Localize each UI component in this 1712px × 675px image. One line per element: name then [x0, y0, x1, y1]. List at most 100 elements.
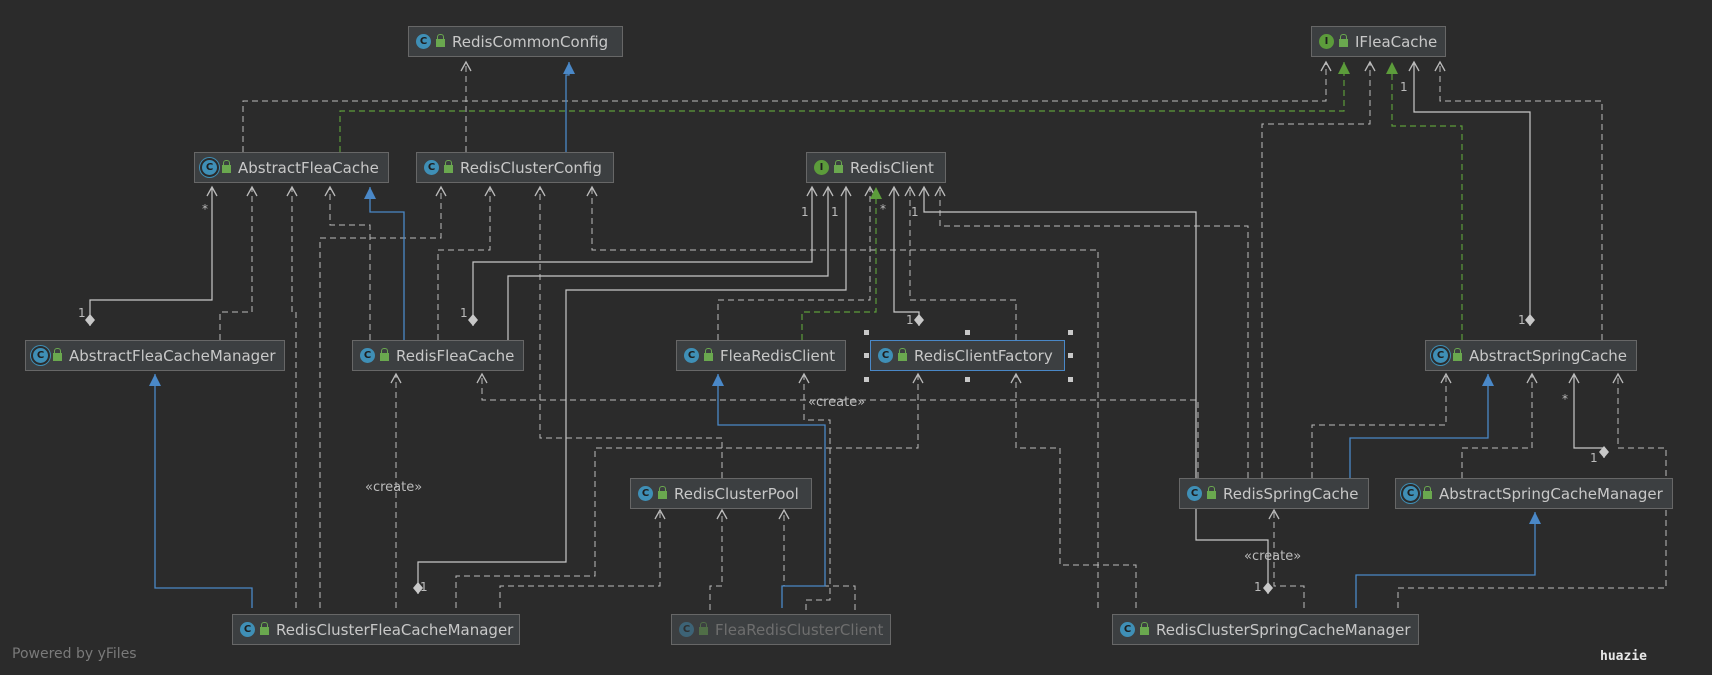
edge-label-create: «create» — [1244, 549, 1302, 564]
class-icon: C — [1120, 622, 1135, 637]
node-redisclusterconfig[interactable]: C RedisClusterConfig — [416, 152, 614, 183]
selection-handle[interactable] — [864, 353, 869, 358]
node-redisclientfactory[interactable]: C RedisClientFactory — [870, 340, 1065, 371]
extends-redisfleacache-abstractfleacache — [364, 187, 405, 340]
lock-icon — [1140, 622, 1149, 635]
selection-handle[interactable] — [965, 330, 970, 335]
abstract-class-icon: C — [1433, 348, 1448, 363]
extends-springcache-abstractspringcache — [1349, 374, 1494, 478]
lock-icon — [699, 622, 708, 635]
node-label: AbstractFleaCacheManager — [69, 346, 276, 365]
class-icon: C — [638, 486, 653, 501]
lock-icon — [704, 348, 713, 361]
node-label: RedisClientFactory — [914, 346, 1053, 365]
dep-redisfleacache-abstractfleacache — [324, 185, 371, 340]
dep-abstractfleacachemanager-abstractfleacache — [219, 185, 258, 340]
node-label: RedisClusterConfig — [460, 158, 602, 177]
author-watermark: huazie — [1600, 649, 1647, 664]
assoc-springmgr-abstractspringcache — [1568, 372, 1609, 458]
node-ifleacache[interactable]: I IFleaCache — [1311, 26, 1446, 57]
class-icon: C — [416, 34, 431, 49]
selection-handle[interactable] — [1068, 353, 1073, 358]
selection-handle[interactable] — [864, 377, 869, 382]
multiplicity-label: 1 — [1518, 313, 1526, 327]
multiplicity-label: 1 — [906, 313, 914, 327]
dep-clusterclient-pool — [709, 508, 728, 630]
lock-icon — [1207, 486, 1216, 499]
powered-by-footer: Powered by yFiles — [12, 646, 137, 662]
multiplicity-label: * — [202, 202, 208, 216]
abstract-class-icon: C — [33, 348, 48, 363]
node-abstractfleacachemanager[interactable]: C AbstractFleaCacheManager — [25, 340, 285, 371]
node-label: AbstractSpringCache — [1469, 346, 1628, 365]
multiplicity-label: 1 — [78, 306, 86, 320]
node-label: AbstractFleaCache — [238, 158, 379, 177]
lock-icon — [1423, 486, 1432, 499]
node-fleaclient[interactable]: C FleaRedisClient — [676, 340, 846, 371]
dep-manager-pool — [499, 508, 666, 608]
class-icon: C — [684, 348, 699, 363]
selection-handle[interactable] — [1068, 377, 1073, 382]
node-redisclusterpool[interactable]: C RedisClusterPool — [630, 478, 812, 509]
class-icon: C — [424, 160, 439, 175]
lock-icon — [222, 160, 231, 173]
implements-abstractfleacache-ifleacache — [339, 62, 1350, 152]
node-redisfleacache[interactable]: C RedisFleaCache — [352, 340, 524, 371]
node-abstractfleacache[interactable]: C AbstractFleaCache — [194, 152, 389, 183]
node-redisspringcache[interactable]: C RedisSpringCache — [1179, 478, 1369, 509]
node-rediscommonconfig[interactable]: C RedisCommonConfig — [408, 26, 623, 57]
node-label: RedisCommonConfig — [452, 32, 609, 51]
abstract-class-icon: C — [1403, 486, 1418, 501]
extends-clusterclient-fleaclient — [712, 374, 826, 608]
node-abstractspringcachemanager[interactable]: C AbstractSpringCacheManager — [1395, 478, 1673, 509]
multiplicity-label: 1 — [1254, 580, 1262, 594]
multiplicity-label: 1 — [420, 580, 428, 594]
dep-clusterclient-redisclusterconfig-pool — [778, 508, 856, 630]
assoc-abstractspringcache-ifleacache — [1408, 60, 1535, 326]
class-icon: C — [1187, 486, 1202, 501]
dep-abstractspringcache-ifleacache — [1434, 60, 1603, 340]
class-icon: C — [240, 622, 255, 637]
multiplicity-label: 1 — [460, 306, 468, 320]
node-label: FleaRedisClient — [720, 346, 836, 365]
class-icon: C — [679, 622, 694, 637]
dep-springcache-ifleacache — [1261, 60, 1376, 478]
multiplicity-label: * — [880, 202, 886, 216]
assoc-redisfleacache-redisclient-2 — [507, 185, 834, 340]
assoc-redisfleacache-redisclient — [468, 185, 818, 326]
lock-icon — [436, 34, 445, 47]
dep-pool-redisclusterconfig — [534, 185, 723, 478]
node-fleaclusterclient[interactable]: C FleaRedisClusterClient — [671, 614, 891, 645]
lock-icon — [260, 622, 269, 635]
node-label: RedisClusterFleaCacheManager — [276, 620, 514, 639]
node-label: RedisClusterSpringCacheManager — [1156, 620, 1411, 639]
node-label: RedisSpringCache — [1223, 484, 1359, 503]
dep-springmgr-abstractspringcache — [1461, 372, 1538, 478]
dep-clustermgr-factory — [1010, 372, 1137, 608]
extends-clustermgr-springmgr — [1355, 512, 1541, 608]
multiplicity-label: 1 — [1400, 80, 1408, 94]
assoc-abstractfleacachemanager-abstractfleacache — [85, 185, 218, 326]
implements-fleaclient-redisclient — [801, 187, 882, 340]
selection-handle[interactable] — [965, 377, 970, 382]
multiplicity-label: 1 — [831, 205, 839, 219]
dep-factory-redisclient — [904, 185, 1017, 340]
node-redisclient[interactable]: I RedisClient — [806, 152, 946, 183]
node-label: RedisClient — [850, 158, 934, 177]
dep-fleaclient-redisclient — [717, 185, 876, 340]
class-icon: C — [878, 348, 893, 363]
edge-label-create: «create» — [365, 480, 423, 495]
multiplicity-label: 1 — [801, 205, 809, 219]
node-redisclusterfleacachemanager[interactable]: C RedisClusterFleaCacheManager — [232, 614, 520, 645]
selection-handle[interactable] — [1068, 330, 1073, 335]
lock-icon — [1339, 34, 1348, 47]
extends-manager-abstractfleacachemanager — [149, 374, 253, 608]
selection-handle[interactable] — [864, 330, 869, 335]
node-abstractspringcache[interactable]: C AbstractSpringCache — [1425, 340, 1637, 371]
node-label: AbstractSpringCacheManager — [1439, 484, 1663, 503]
lock-icon — [444, 160, 453, 173]
edge-label-create: «create» — [808, 395, 866, 410]
node-redisclusterspringcachemanager[interactable]: C RedisClusterSpringCacheManager — [1112, 614, 1419, 645]
lock-icon — [380, 348, 389, 361]
